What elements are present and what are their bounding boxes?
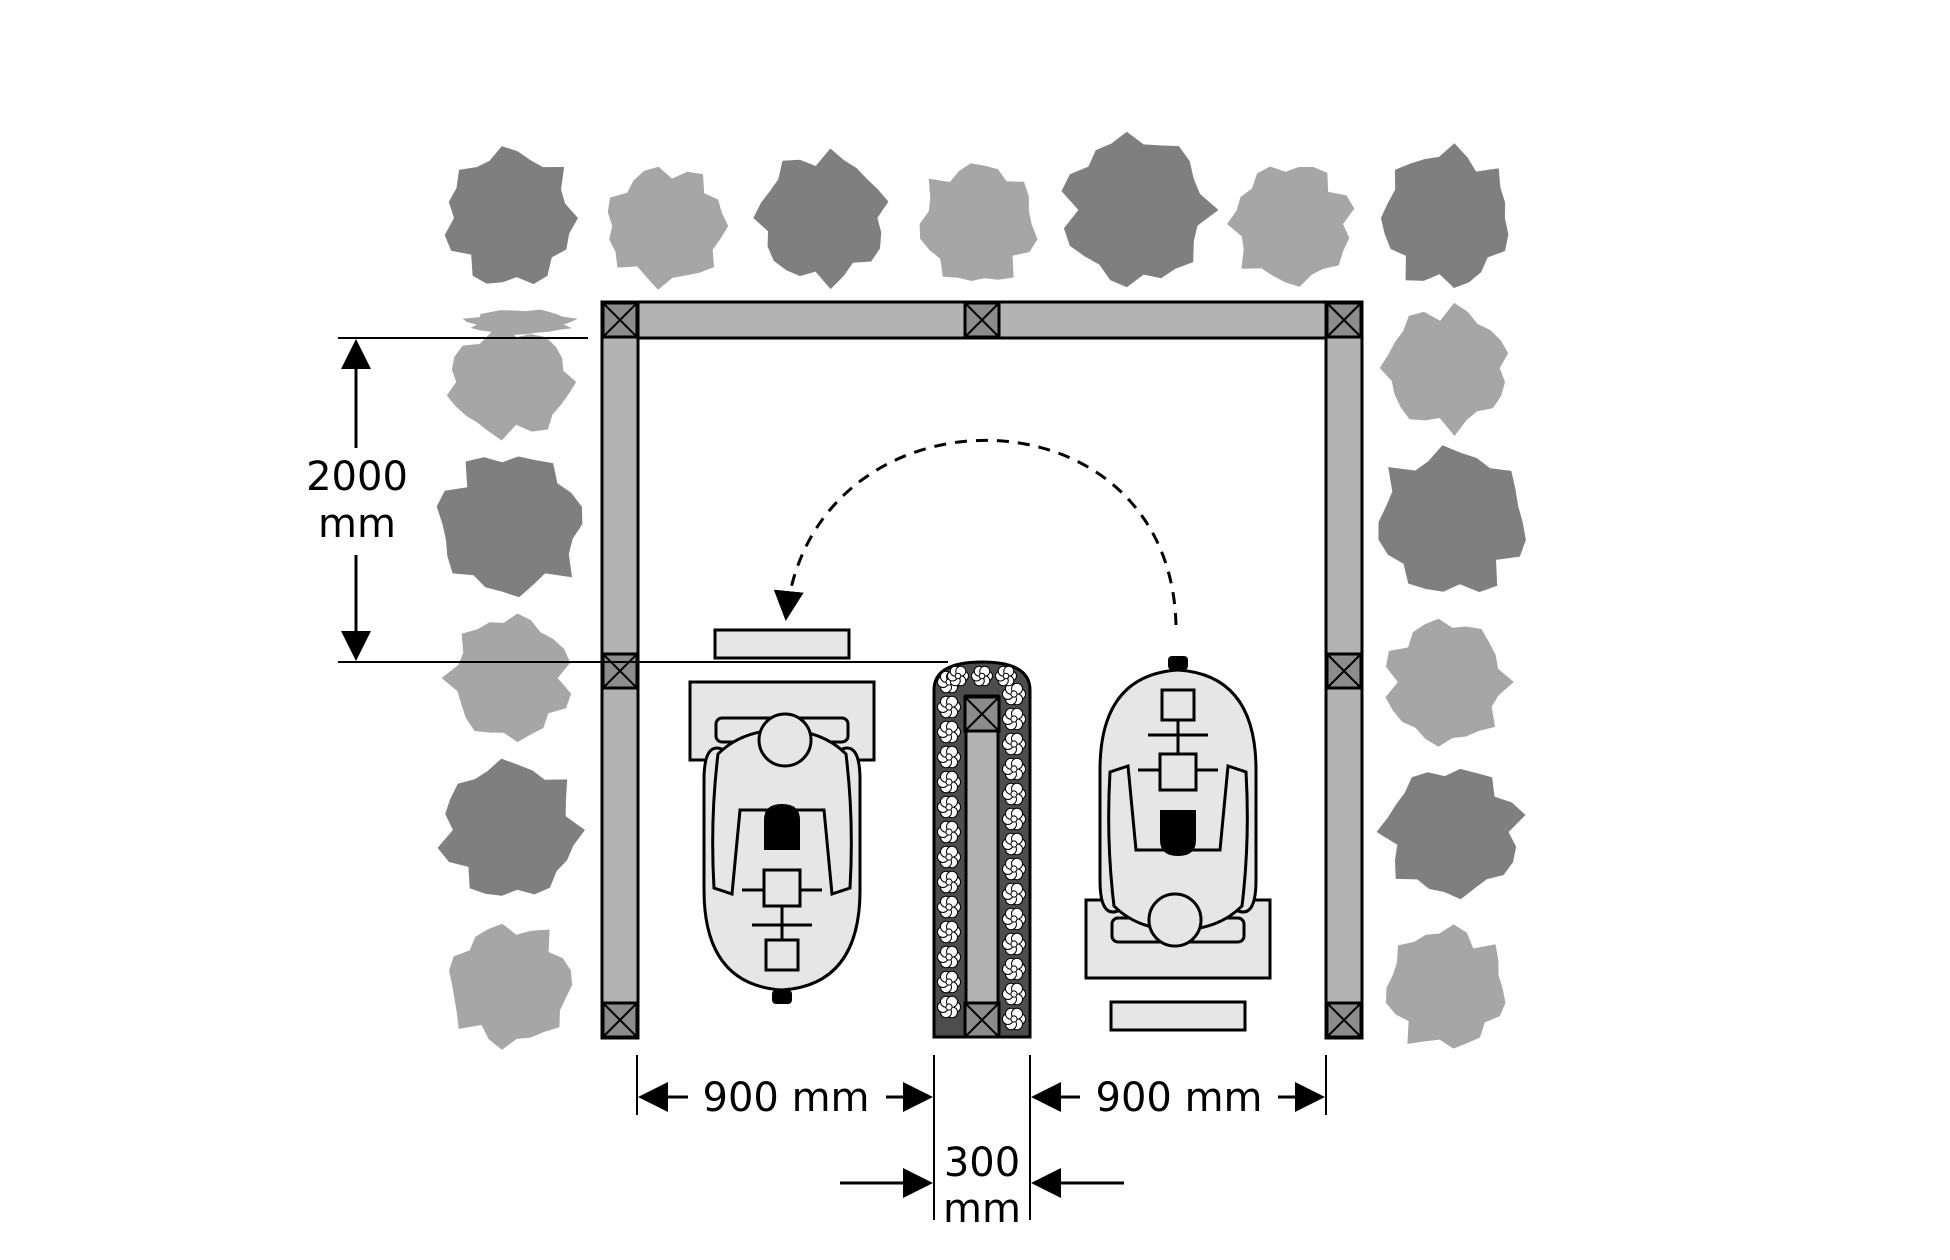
rear-wheel (1168, 656, 1188, 670)
head (757, 712, 813, 768)
shrub-icon (462, 309, 578, 335)
height-unit-label: mm (318, 501, 396, 547)
shrub-icon (444, 146, 578, 285)
flower-icon (936, 770, 962, 794)
flower-icon (936, 795, 962, 819)
footrest (1109, 1000, 1247, 1032)
shrub-icon (1385, 924, 1506, 1049)
head (1147, 892, 1203, 948)
backrest (764, 804, 800, 850)
flower-pattern (936, 665, 1027, 1031)
flower-icon (995, 665, 1017, 687)
shrub-icon (1376, 768, 1526, 900)
post (963, 695, 1001, 733)
shrub-icon (919, 163, 1038, 281)
shrub-icon (449, 923, 573, 1050)
flower-icon (1001, 932, 1027, 956)
flower-icon (1001, 807, 1027, 831)
control-box-2 (764, 938, 800, 972)
height-dimension: 2000 mm (306, 337, 948, 663)
right-aisle-label: 900 mm (1096, 1075, 1263, 1121)
shrub-border (436, 131, 1526, 1050)
flower-icon (947, 665, 969, 687)
flower-icon (1001, 832, 1027, 856)
width-dimensions: 900 mm 900 mm 300 mm (636, 1055, 1327, 1232)
divider-unit-label: mm (943, 1186, 1021, 1232)
shrub-icon (1380, 143, 1509, 288)
backrest (1160, 810, 1196, 856)
post (601, 652, 639, 690)
flower-icon (1001, 782, 1027, 806)
wheelchair-user-right (1084, 656, 1272, 1032)
right-beam-lower (1324, 653, 1364, 1040)
flower-icon (936, 720, 962, 744)
flower-icon (1001, 982, 1027, 1006)
right-beam-upper (1324, 300, 1364, 672)
shrub-icon (446, 321, 577, 441)
flower-icon (936, 945, 962, 969)
shrub-icon (1061, 131, 1219, 288)
height-value-label: 2000 (306, 454, 408, 500)
shrub-icon (607, 166, 729, 290)
flower-icon (936, 870, 962, 894)
planter-divider (932, 660, 1032, 1039)
pergola-frame (600, 300, 1364, 1040)
flower-icon (936, 895, 962, 919)
flower-icon (936, 695, 962, 719)
flower-icon (1001, 732, 1027, 756)
left-aisle-label: 900 mm (703, 1075, 870, 1121)
flower-icon (1001, 682, 1027, 706)
flower-icon (936, 820, 962, 844)
flower-icon (1001, 907, 1027, 931)
post (601, 301, 639, 339)
left-beam-upper (600, 300, 640, 672)
shrub-icon (437, 758, 585, 896)
rear-wheel (772, 990, 792, 1004)
shrub-icon (436, 456, 583, 598)
flower-icon (1001, 882, 1027, 906)
control-box-2 (1160, 688, 1196, 722)
flower-icon (936, 745, 962, 769)
post (1325, 1001, 1363, 1039)
shrub-icon (1385, 618, 1514, 747)
post (601, 1001, 639, 1039)
flower-icon (971, 665, 993, 687)
left-beam-lower (600, 653, 640, 1040)
footrest (713, 628, 851, 660)
shrub-icon (1378, 445, 1526, 593)
divider-value-label: 300 (944, 1140, 1020, 1186)
shrub-icon (1379, 302, 1509, 436)
divider-beam (964, 694, 1000, 1038)
flower-icon (936, 995, 962, 1019)
flower-icon (1001, 707, 1027, 731)
control-box-1 (1158, 752, 1198, 792)
shrub-icon (753, 148, 889, 290)
control-box-1 (762, 868, 802, 908)
flower-icon (1001, 857, 1027, 881)
flower-icon (936, 920, 962, 944)
dashed-turn-arrow-icon (773, 438, 1178, 626)
flower-icon (936, 970, 962, 994)
post (1325, 301, 1363, 339)
wheelchair-user-left (688, 628, 876, 1004)
shrub-icon (441, 613, 572, 743)
flower-icon (1001, 1007, 1027, 1031)
post (963, 301, 1001, 339)
shrub-icon (1227, 166, 1355, 287)
post (1325, 652, 1363, 690)
flower-icon (1001, 757, 1027, 781)
flower-icon (936, 845, 962, 869)
post (963, 1001, 1001, 1039)
flower-icon (1001, 957, 1027, 981)
